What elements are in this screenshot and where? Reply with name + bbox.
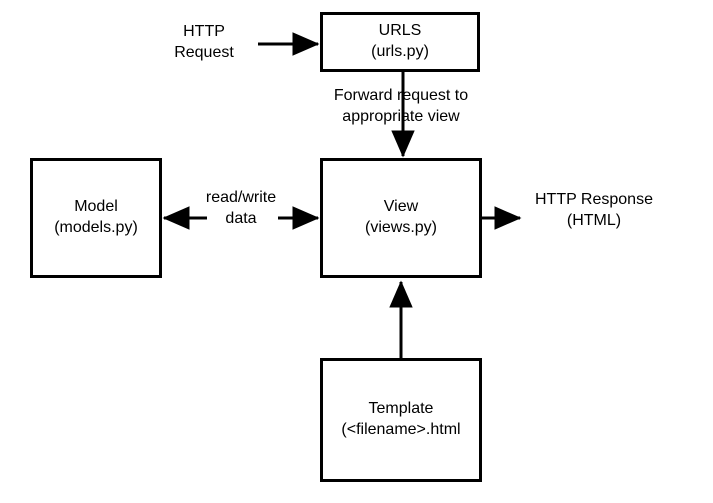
node-view-line1: View [383,198,419,216]
node-model-line2: (models.py) [54,219,138,236]
node-view[interactable]: View (views.py) [320,158,482,278]
label-http-request: HTTP Request [150,22,258,64]
label-http-request-line2: Request [174,43,234,61]
node-template-line2: (<filename>.html [341,421,461,438]
node-urls-line1: URLS [378,22,422,40]
node-urls-line2: (urls.py) [371,43,429,60]
label-read-write-data: read/write data [196,188,286,230]
node-template-line1: Template [368,400,434,418]
label-http-response-line1: HTTP Response [535,191,653,208]
label-http-response-line2: (HTML) [566,211,622,229]
label-forward-request-line2: appropriate view [342,107,460,125]
node-view-line2: (views.py) [364,219,437,236]
label-http-response: HTTP Response (HTML) [506,190,682,232]
node-urls[interactable]: URLS (urls.py) [320,12,480,72]
label-forward-request-line1: Forward request to [333,87,469,104]
label-http-request-line1: HTTP [183,23,225,40]
node-model[interactable]: Model (models.py) [30,158,162,278]
node-template[interactable]: Template (<filename>.html [320,358,482,482]
node-model-line1: Model [74,198,118,216]
label-forward-request: Forward request to appropriate view [312,86,490,128]
label-read-write-data-line1: read/write [205,189,277,206]
label-read-write-data-line2: data [225,209,257,227]
